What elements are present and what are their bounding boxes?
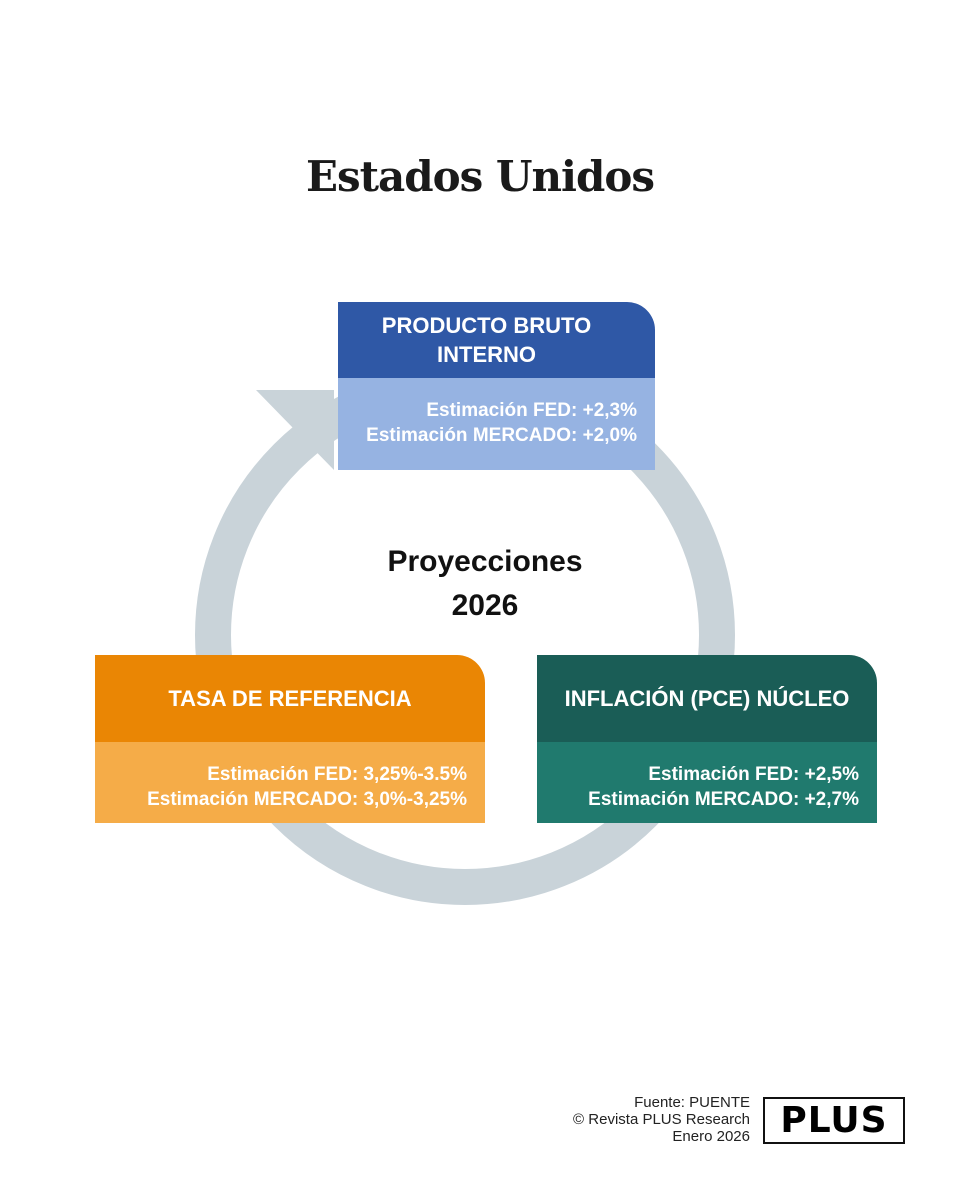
footer-copyright: © Revista PLUS Research (573, 1111, 750, 1128)
footer-credits: Fuente: PUENTE © Revista PLUS Research E… (573, 1094, 750, 1145)
rate-values: Estimación FED: 3,25%-3.5% Estimación ME… (95, 742, 485, 823)
inflation-mercado: Estimación MERCADO: +2,7% (588, 789, 859, 810)
footer-date: Enero 2026 (672, 1128, 750, 1145)
page-title: Estados Unidos (305, 152, 655, 201)
rate-mercado: Estimación MERCADO: 3,0%-3,25% (147, 789, 467, 810)
footer-source: Fuente: PUENTE (634, 1094, 750, 1111)
rate-title: TASA DE REFERENCIA (95, 655, 485, 742)
inflation-fed: Estimación FED: +2,5% (648, 764, 859, 785)
gdp-fed: Estimación FED: +2,3% (426, 400, 637, 421)
rate-fed: Estimación FED: 3,25%-3.5% (207, 764, 467, 785)
center-line2: 2026 (451, 589, 519, 622)
center-line1: Proyecciones (387, 545, 583, 578)
rate-box: TASA DE REFERENCIA Estimación FED: 3,25%… (95, 655, 485, 823)
gdp-box: PRODUCTO BRUTO INTERNO Estimación FED: +… (338, 302, 655, 470)
plus-logo: PLUS (763, 1097, 905, 1144)
gdp-values: Estimación FED: +2,3% Estimación MERCADO… (338, 378, 655, 470)
inflation-values: Estimación FED: +2,5% Estimación MERCADO… (537, 742, 877, 823)
inflation-box: INFLACIÓN (PCE) NÚCLEO Estimación FED: +… (537, 655, 877, 823)
gdp-mercado: Estimación MERCADO: +2,0% (366, 425, 637, 446)
inflation-title: INFLACIÓN (PCE) NÚCLEO (537, 655, 877, 742)
gdp-title: PRODUCTO BRUTO INTERNO (338, 302, 655, 378)
center-label: Proyecciones 2026 (335, 540, 635, 628)
arrow-head (256, 390, 334, 470)
